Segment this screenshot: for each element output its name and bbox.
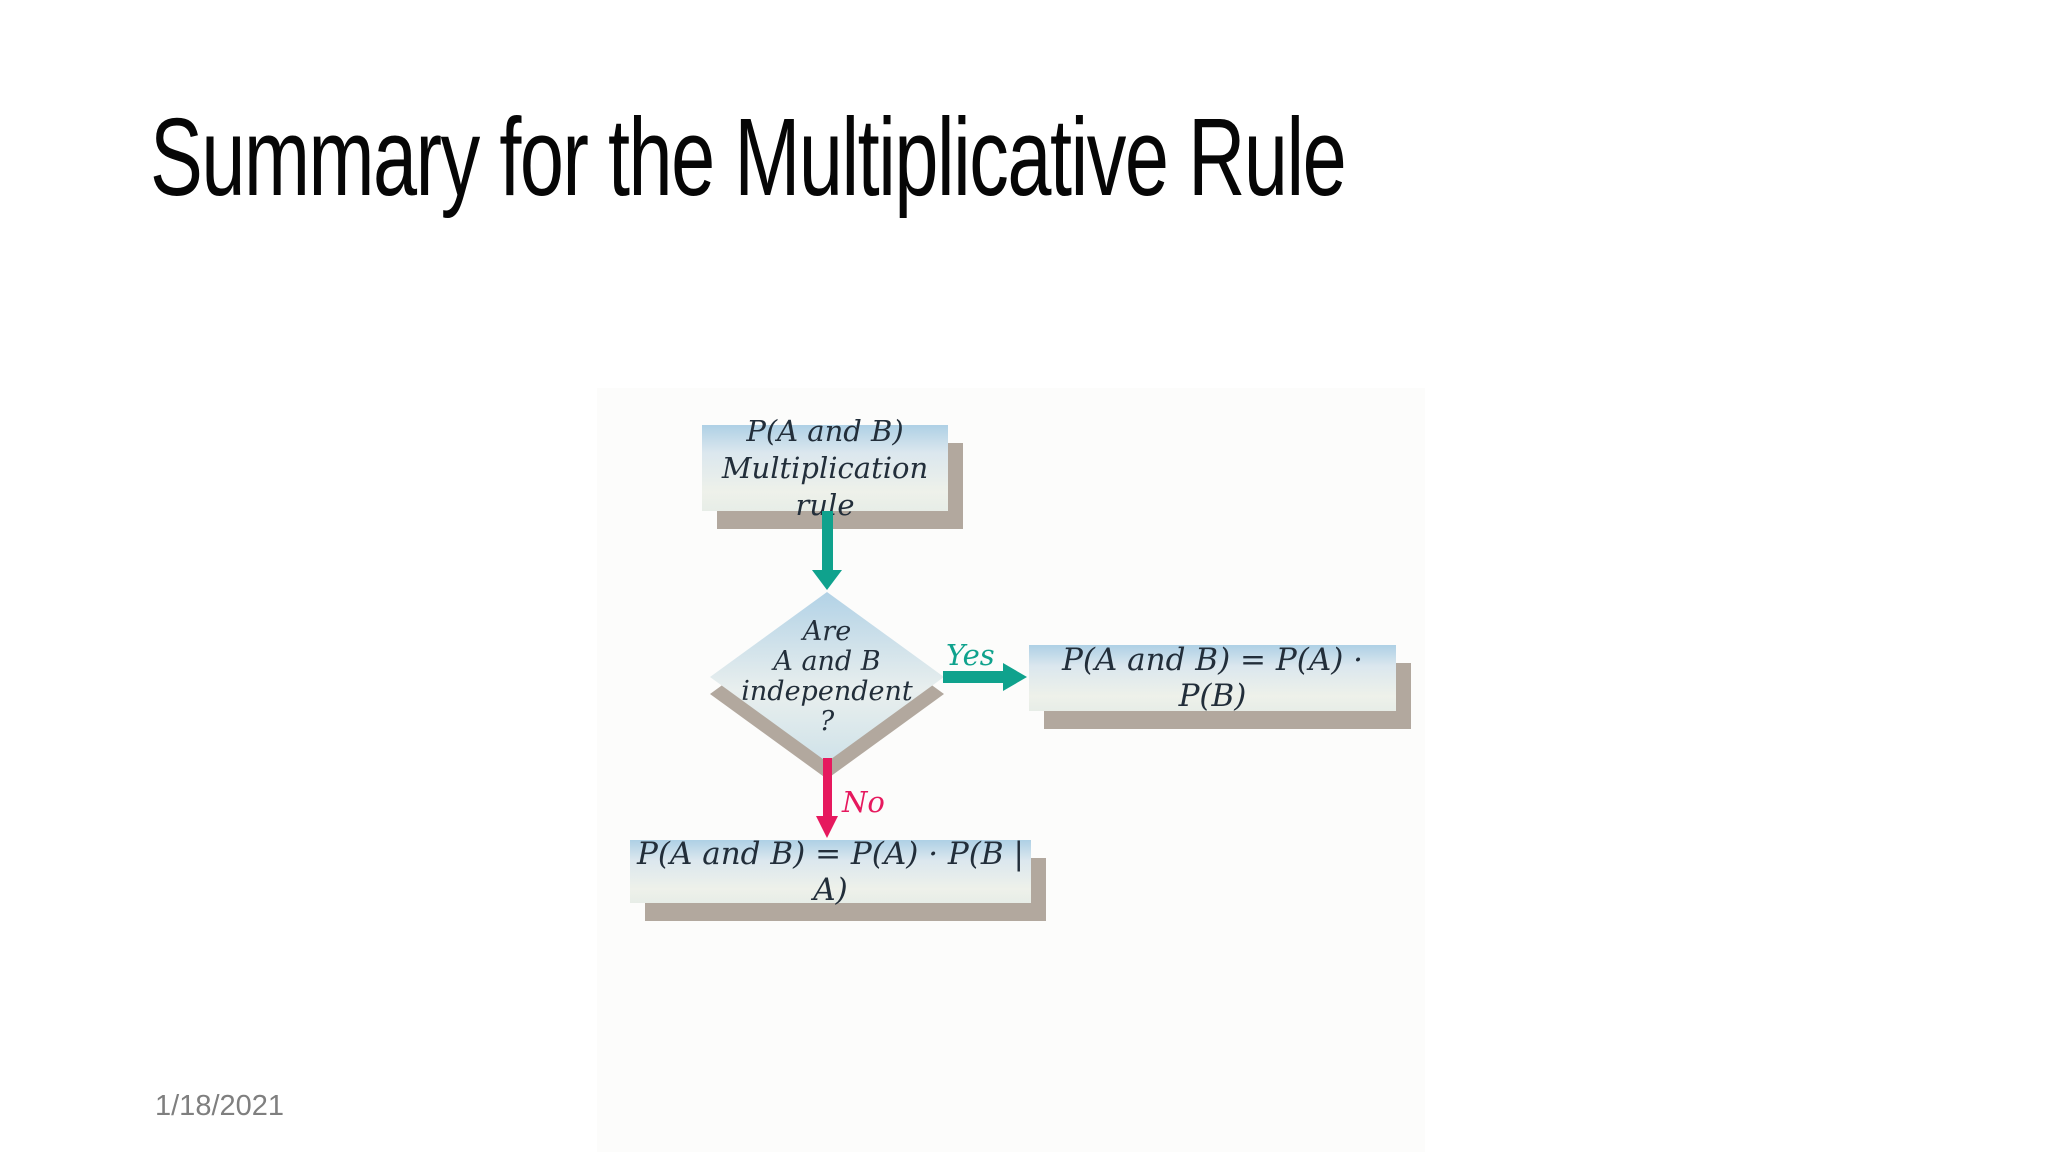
flowchart-yes-box: P(A and B) = P(A) · P(B): [1029, 642, 1396, 714]
start-box-line1: P(A and B): [746, 413, 904, 448]
yes-branch-label: Yes: [946, 638, 995, 672]
decision-diamond: Are A and B independent ?: [710, 592, 944, 779]
flowchart-image-background: [597, 388, 1425, 1152]
no-arrow-shaft: [823, 758, 832, 818]
yes-box-formula: P(A and B) = P(A) · P(B): [1061, 642, 1364, 714]
down-arrowhead-icon: [812, 570, 842, 590]
no-box-formula: P(A and B) = P(A) · P(B | A): [637, 835, 1024, 908]
decision-line1: Are: [802, 616, 852, 647]
no-branch-label: No: [842, 785, 885, 819]
down-arrow-shaft: [822, 511, 833, 572]
slide-title: Summary for the Multiplicative Rule: [150, 96, 1347, 219]
decision-line2: A and B: [773, 646, 881, 677]
yes-arrowhead-icon: [1003, 663, 1027, 691]
decision-line3: independent: [741, 676, 913, 707]
flowchart-start-box: P(A and B) Multiplication rule: [702, 414, 948, 522]
start-box-line2: Multiplication rule: [721, 450, 929, 522]
decision-line4: ?: [819, 706, 835, 737]
flowchart-no-box: P(A and B) = P(A) · P(B | A): [630, 836, 1031, 908]
slide-date: 1/18/2021: [155, 1090, 285, 1122]
yes-arrow-shaft: [943, 671, 1005, 683]
no-arrowhead-icon: [816, 816, 838, 838]
decision-diamond-face: Are A and B independent ?: [710, 592, 944, 762]
